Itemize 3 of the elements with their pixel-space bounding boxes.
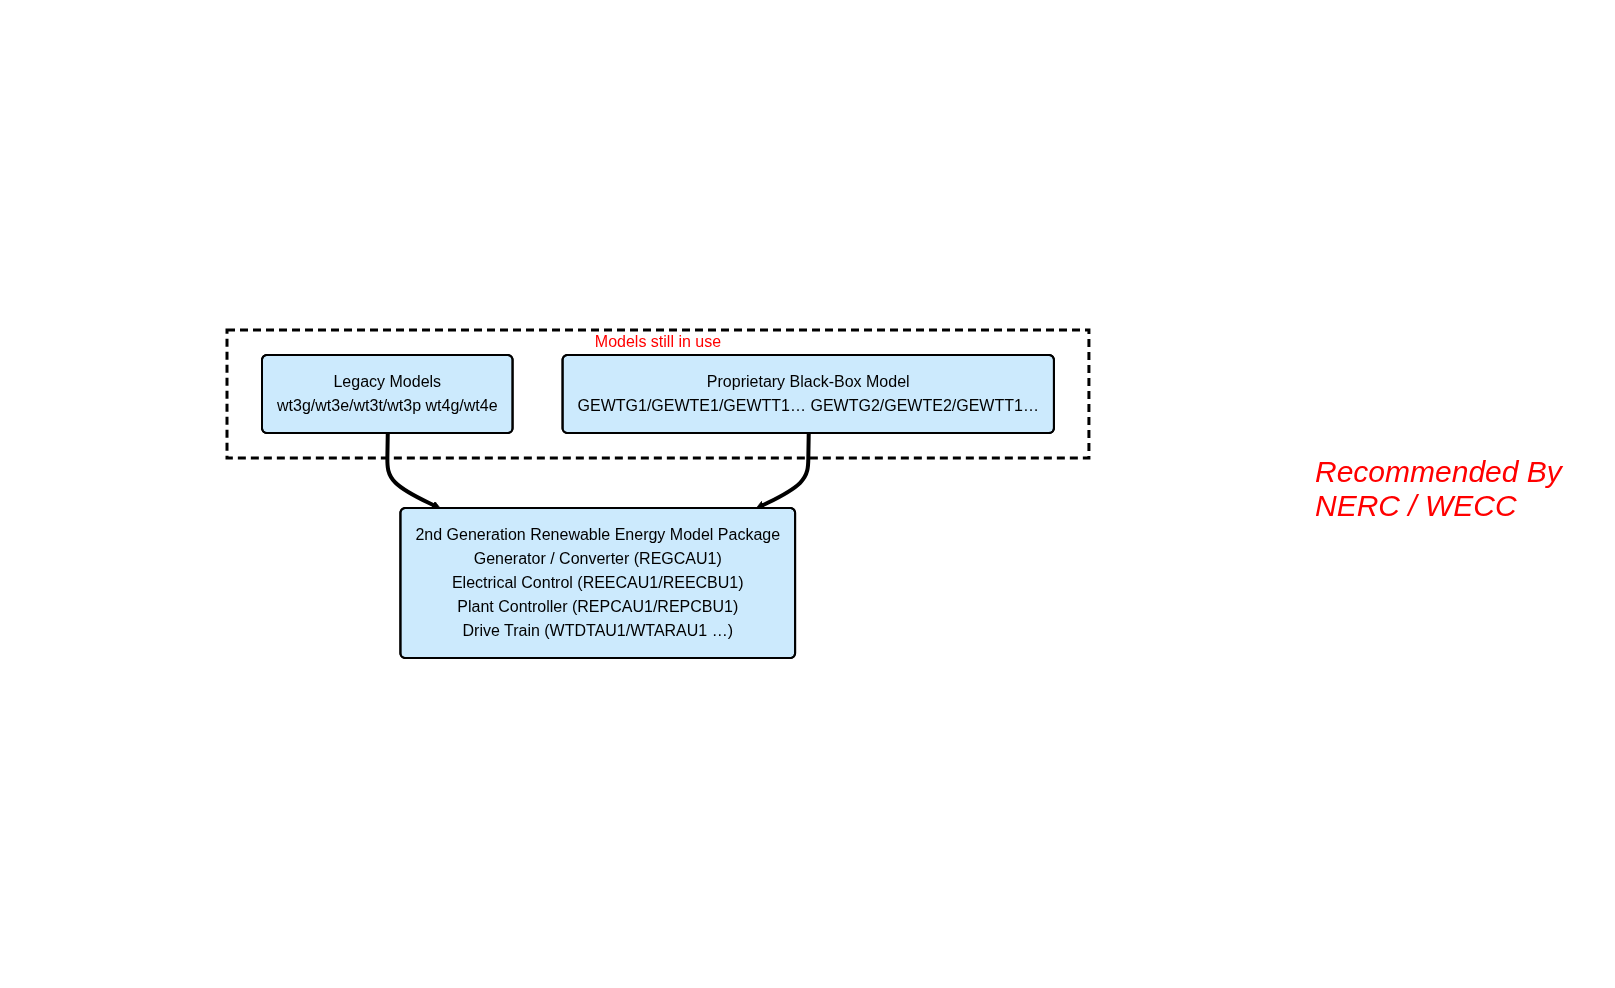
arrow xyxy=(755,433,811,509)
note-text: Recommended By NERC / WECC xyxy=(1315,455,1564,523)
arrow xyxy=(384,433,441,510)
